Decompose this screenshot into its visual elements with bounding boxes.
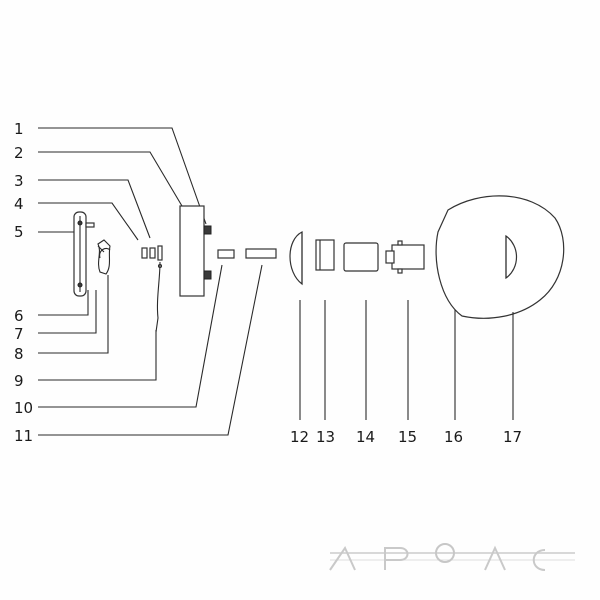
label-14: 14 [356,428,375,446]
leader-11 [38,264,263,436]
spacer-10 [217,249,235,259]
label-10: 10 [14,399,33,417]
socket-15 [385,240,425,274]
reflector-17 [505,234,518,280]
ring-body [315,239,335,271]
cable-end [157,263,163,269]
globe-16 [435,195,565,319]
body-block [343,242,379,272]
leader-6 [38,290,89,316]
watermark-letter-c [532,549,546,571]
label-5: 5 [14,223,24,241]
watermark-letter-p [384,547,409,570]
label-4: 4 [14,195,24,213]
socket-clip-top [397,240,403,246]
screws-and-cable [141,245,163,333]
spacer-11 [245,248,277,259]
label-17: 17 [503,428,522,446]
connector-clip [97,245,105,253]
base-housing [179,205,212,297]
ring-13 [315,239,335,271]
connector-wire [99,247,111,259]
bracket-screw-top [77,220,83,226]
socket-block [391,244,425,270]
leader-3 [38,179,151,239]
watermark-globe-icon [435,543,455,563]
screw-4b [157,245,163,261]
body-14 [343,242,379,272]
label-11: 11 [14,427,33,445]
socket-clip-bottom [397,268,403,274]
label-15: 15 [398,428,417,446]
leader-1 [38,127,207,225]
label-9: 9 [14,372,24,390]
right-leader-lines [299,300,514,420]
watermark-letter-d [484,545,506,571]
label-1: 1 [14,120,24,138]
globe-shell [435,195,565,319]
bracket-tab [85,222,95,228]
label-2: 2 [14,144,24,162]
label-8: 8 [14,345,24,363]
lens-cap-12 [289,231,303,286]
screw-4 [149,247,156,259]
leader-2 [38,151,183,207]
mounting-bracket [73,211,95,297]
leader-7 [38,290,97,334]
watermark-letter-a [329,545,356,571]
base-plate [179,205,205,297]
leader-4 [38,202,139,241]
nut-top [203,225,212,235]
socket-pin [385,250,395,264]
label-12: 12 [290,428,309,446]
label-3: 3 [14,172,24,190]
leader-10 [38,264,223,408]
label-7: 7 [14,325,24,343]
screw-3 [141,247,148,259]
connector-body [97,239,111,275]
bottom-labels: 12 13 14 15 16 17 [290,428,522,446]
leader-9 [38,330,157,381]
bracket-screw-bottom [77,282,83,288]
left-labels: 1 2 3 4 5 6 7 8 9 10 11 [14,120,33,445]
wire-connector [97,239,111,275]
leader-8 [38,275,109,354]
left-leader-lines [38,127,263,436]
label-13: 13 [316,428,335,446]
cable-9 [155,261,161,333]
cap-dome [289,231,303,286]
watermark-logo [329,543,575,571]
label-6: 6 [14,307,24,325]
nut-bottom [203,270,212,280]
label-16: 16 [444,428,463,446]
spacers [217,248,277,259]
